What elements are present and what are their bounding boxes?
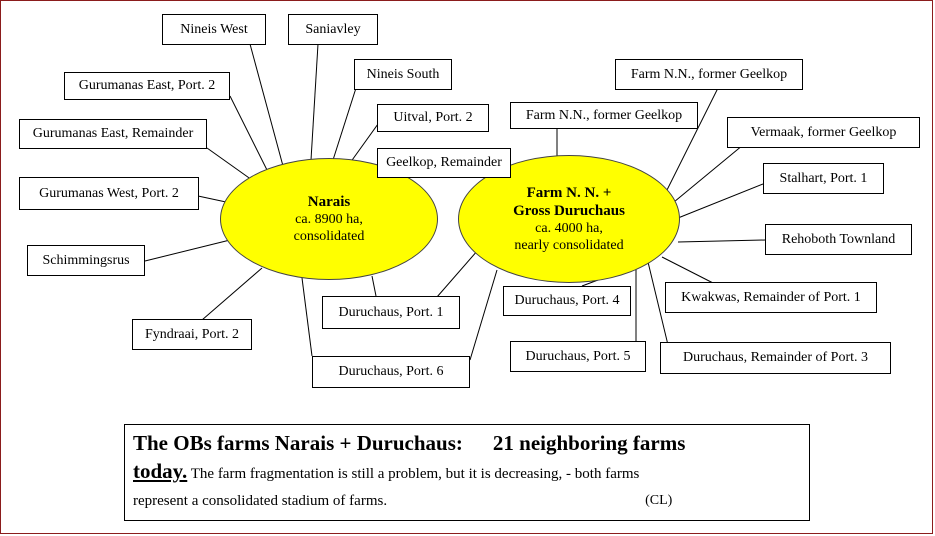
farm-nn-former-geelkop-right: Farm N.N., former Geelkop (615, 59, 803, 90)
duruchaus-area: ca. 4000 ha, (535, 221, 603, 236)
connector-line (371, 275, 377, 297)
connector-line (301, 277, 313, 357)
duruchaus-title-2: Gross Duruchaus (513, 203, 625, 219)
connector-line (647, 261, 669, 346)
connector-line (677, 183, 764, 219)
farm-duruchaus-port5: Duruchaus, Port. 5 (510, 341, 646, 372)
connector-line (249, 43, 284, 167)
caption-text-2: represent a consolidated stadium of farm… (133, 493, 388, 509)
connector-line (349, 123, 379, 164)
caption-text-1: The farm fragmentation is still a proble… (187, 466, 640, 482)
connector-line (201, 267, 263, 321)
caption-today: today. (133, 459, 188, 483)
connector-line (332, 87, 357, 161)
connector-line (677, 239, 766, 243)
narais-status: consolidated (293, 229, 365, 244)
connector-line (661, 256, 716, 285)
caption-box: The OBs farms Narais + Duruchaus: 21 neig… (124, 424, 810, 521)
farm-gurumanas-east-port2: Gurumanas East, Port. 2 (64, 72, 230, 100)
farm-kwakwas-remainder-port1: Kwakwas, Remainder of Port. 1 (665, 282, 877, 313)
duruchaus-title-1: Farm N. N. + (526, 185, 612, 201)
connector-line (673, 144, 744, 203)
caption-credit: (CL) (645, 493, 673, 508)
caption-heading-b: 21 neighboring farms (492, 431, 686, 455)
connector-line (666, 87, 719, 191)
caption-heading-a: The OBs farms Narais + Duruchaus: (133, 431, 463, 455)
farm-nineis-west: Nineis West (162, 14, 266, 45)
caption-line-3: represent a consolidated stadium of farm… (133, 488, 801, 514)
farm-nn-former-geelkop-top: Farm N.N., former Geelkop (510, 102, 698, 129)
farm-nineis-south: Nineis South (354, 59, 452, 90)
narais-ellipse: Narais ca. 8900 ha, consolidated (220, 158, 438, 280)
narais-title: Narais (307, 194, 351, 210)
connector-line (144, 239, 231, 262)
duruchaus-status: nearly consolidated (514, 238, 624, 253)
farm-duruchaus-port4: Duruchaus, Port. 4 (503, 286, 631, 316)
farm-saniavley: Saniavley (288, 14, 378, 45)
farm-geelkop-remainder: Geelkop, Remainder (377, 148, 511, 178)
connector-line (206, 147, 253, 181)
caption-line-2: today. The farm fragmentation is still a… (133, 457, 801, 488)
farm-duruchaus-remainder-port3: Duruchaus, Remainder of Port. 3 (660, 342, 891, 374)
farm-gurumanas-west-port2: Gurumanas West, Port. 2 (19, 177, 199, 210)
farm-duruchaus-port1: Duruchaus, Port. 1 (322, 296, 460, 329)
connector-line (469, 269, 498, 361)
connector-line (197, 195, 227, 203)
farm-uitval-port2: Uitval, Port. 2 (377, 104, 489, 132)
farm-duruchaus-port6: Duruchaus, Port. 6 (312, 356, 470, 388)
farm-vermaak-former-geelkop: Vermaak, former Geelkop (727, 117, 920, 148)
farm-stalhart-port1: Stalhart, Port. 1 (763, 163, 884, 194)
connector-line (436, 249, 479, 298)
farm-schimmingsrus: Schimmingsrus (27, 245, 145, 276)
farm-rehoboth-townland: Rehoboth Townland (765, 224, 912, 255)
farm-fyndraai-port2: Fyndraai, Port. 2 (132, 319, 252, 350)
farm-gurumanas-east-remainder: Gurumanas East, Remainder (19, 119, 207, 149)
caption-heading: The OBs farms Narais + Duruchaus: 21 neig… (133, 429, 801, 457)
connector-line (310, 43, 319, 161)
connector-line (229, 95, 269, 173)
narais-area: ca. 8900 ha, (295, 212, 363, 227)
